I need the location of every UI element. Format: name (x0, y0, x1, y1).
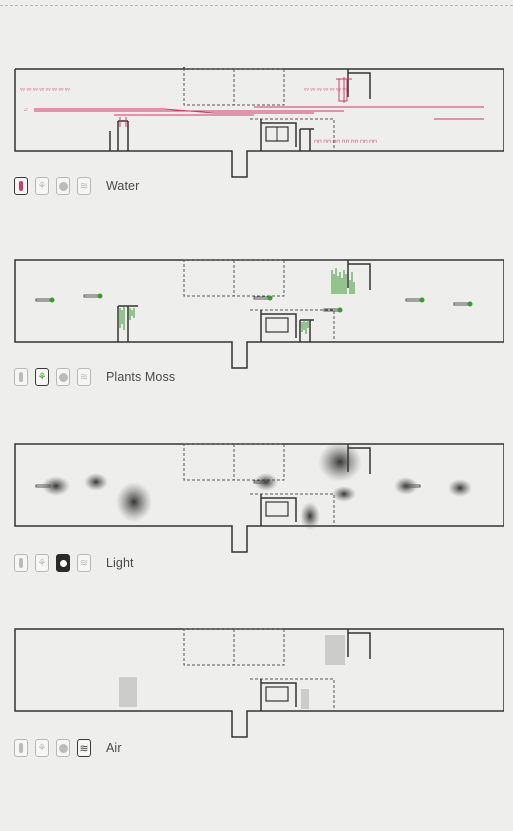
plant-icon[interactable]: ⚘ (35, 554, 49, 572)
svg-text:▿▿ ▿▿ ▿▿ ▿▿ ▿▿ ▿▿ ▿▿ ▿▿: ▿▿ ▿▿ ▿▿ ▿▿ ▿▿ ▿▿ ▿▿ ▿▿ (20, 87, 70, 93)
floorplan-air-svg (14, 628, 504, 738)
legend-label-light: Light (106, 556, 134, 570)
floorplan-water: ▿▿ ▿▿ ▿▿ ▿▿ ▿▿ ▿▿ ▿▿ ▿▿ ▿▿ ▿▿ ▿▿ ▿▿ ▿▿ ▿… (14, 67, 504, 185)
air-icon[interactable]: ≋ (77, 739, 91, 757)
light-icon[interactable] (56, 177, 70, 195)
moss-growth (119, 268, 355, 334)
light-glows (42, 442, 472, 530)
legend-label-plants: Plants Moss (106, 370, 176, 384)
floorplan-plants (14, 258, 504, 376)
light-icon[interactable] (56, 739, 70, 757)
svg-text:⊓⊓ ⊓⊓ ⊓⊓ ⊓⊓ ⊓⊓ ⊓⊓ ⊓⊓: ⊓⊓ ⊓⊓ ⊓⊓ ⊓⊓ ⊓⊓ ⊓⊓ ⊓⊓ (314, 139, 377, 145)
water-drop-icon[interactable] (14, 368, 28, 386)
water-drop-icon[interactable] (14, 177, 28, 195)
plant-markers (35, 293, 473, 313)
plant-icon[interactable]: ⚘ (35, 739, 49, 757)
water-pipes (34, 77, 484, 127)
floorplan-air (14, 627, 504, 745)
water-drop-icon[interactable] (14, 554, 28, 572)
plant-icon[interactable]: ⚘ (35, 368, 49, 386)
legend-label-water: Water (106, 179, 140, 193)
air-icon[interactable]: ≋ (77, 368, 91, 386)
svg-text:▱: ▱ (24, 107, 28, 113)
plant-icon[interactable]: ⚘ (35, 177, 49, 195)
svg-text:▿▿ ▿▿ ▿▿ ▿▿ ▿▿ ▿▿ ▿▿: ▿▿ ▿▿ ▿▿ ▿▿ ▿▿ ▿▿ ▿▿ (304, 87, 348, 93)
light-icon[interactable] (56, 554, 70, 572)
air-vents (119, 635, 345, 709)
legend-plants: ⚘ ≋ Plants Moss (14, 367, 175, 387)
top-dashed-rule (0, 5, 513, 6)
water-fixtures: ▿▿ ▿▿ ▿▿ ▿▿ ▿▿ ▿▿ ▿▿ ▿▿ ▿▿ ▿▿ ▿▿ ▿▿ ▿▿ ▿… (20, 87, 377, 145)
legend-light: ⚘ ≋ Light (14, 553, 134, 573)
floorplan-light-svg (14, 442, 504, 553)
light-icon[interactable] (56, 368, 70, 386)
floorplan-plants-svg (14, 259, 504, 369)
air-icon[interactable]: ≋ (77, 177, 91, 195)
legend-water: ⚘ ≋ Water (14, 176, 139, 196)
air-icon[interactable]: ≋ (77, 554, 91, 572)
floorplan-light (14, 442, 504, 560)
floorplan-water-svg: ▿▿ ▿▿ ▿▿ ▿▿ ▿▿ ▿▿ ▿▿ ▿▿ ▿▿ ▿▿ ▿▿ ▿▿ ▿▿ ▿… (14, 67, 504, 178)
water-drop-icon[interactable] (14, 739, 28, 757)
legend-label-air: Air (106, 741, 122, 755)
legend-air: ⚘ ≋ Air (14, 738, 122, 758)
